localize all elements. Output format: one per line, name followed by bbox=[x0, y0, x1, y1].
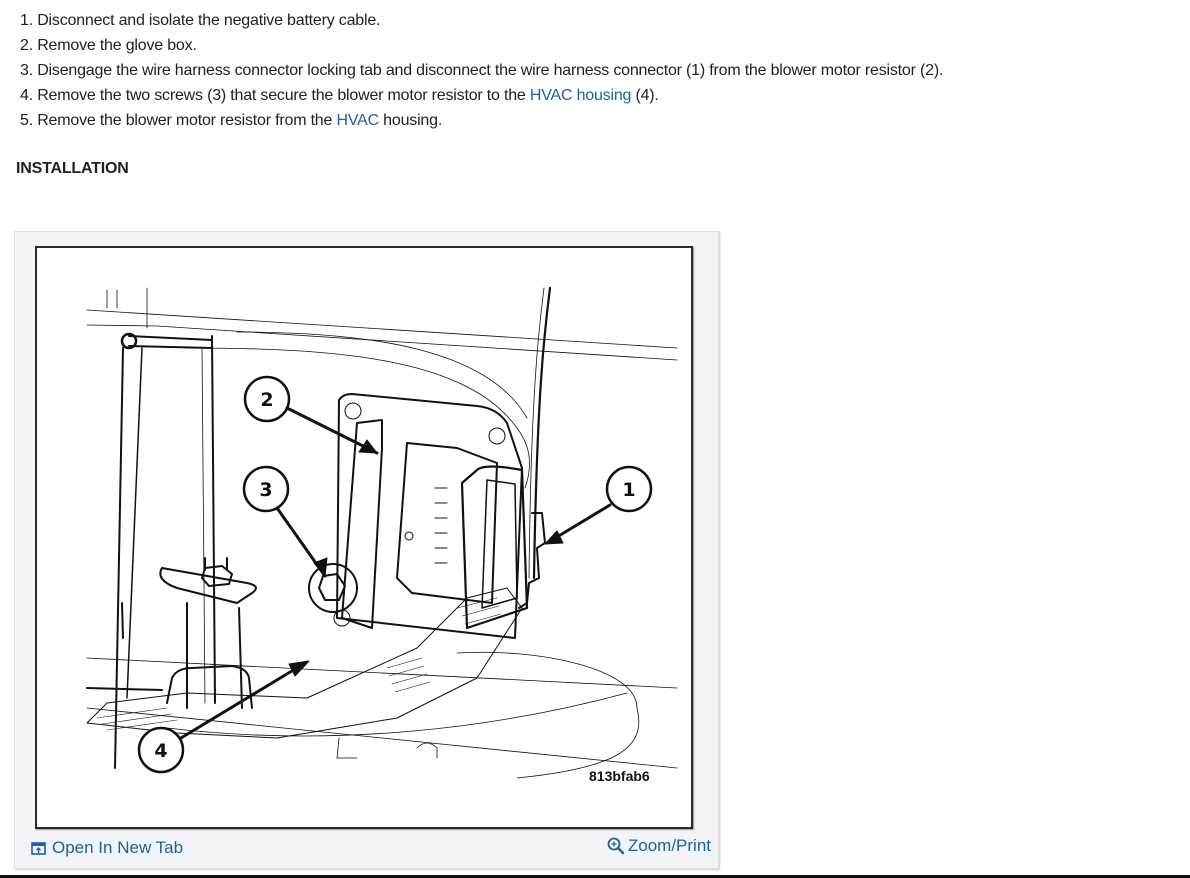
hvac-housing-link[interactable]: HVAC housing bbox=[529, 87, 632, 104]
step-1: 1. Disconnect and isolate the negative b… bbox=[20, 12, 381, 29]
diagram-drawing: 2 3 1 4 bbox=[86, 286, 678, 779]
blower-motor-resistor-diagram[interactable]: 2 3 1 4 813bfab6 bbox=[35, 246, 693, 829]
open-new-tab-icon bbox=[31, 841, 46, 855]
hvac-link[interactable]: HVAC bbox=[336, 112, 379, 129]
svg-text:4: 4 bbox=[154, 740, 167, 762]
svg-text:3: 3 bbox=[259, 479, 272, 501]
svg-text:2: 2 bbox=[260, 389, 273, 411]
figure-card: 2 3 1 4 813bfab6 bbox=[14, 231, 719, 869]
open-in-new-tab-link[interactable]: Open In New Tab bbox=[31, 838, 183, 858]
section-heading-installation: INSTALLATION bbox=[16, 160, 129, 177]
open-in-new-tab-label: Open In New Tab bbox=[52, 838, 184, 857]
card-footer: Open In New Tab Zoom/Print bbox=[15, 830, 718, 868]
zoom-print-label: Zoom/Print bbox=[627, 836, 711, 855]
step-4: 4. Remove the two screws (3) that secure… bbox=[20, 87, 659, 104]
bottom-bar bbox=[0, 875, 1190, 878]
zoom-in-icon bbox=[607, 837, 625, 855]
step-2: 2. Remove the glove box. bbox=[20, 37, 197, 54]
step-5: 5. Remove the blower motor resistor from… bbox=[20, 112, 443, 129]
svg-text:1: 1 bbox=[622, 479, 635, 501]
zoom-print-link[interactable]: Zoom/Print bbox=[607, 836, 711, 856]
step-3: 3. Disengage the wire harness connector … bbox=[20, 62, 944, 79]
removal-steps-list: 1. Disconnect and isolate the negative b… bbox=[20, 8, 943, 133]
figure-id-label: 813bfab6 bbox=[589, 768, 650, 784]
